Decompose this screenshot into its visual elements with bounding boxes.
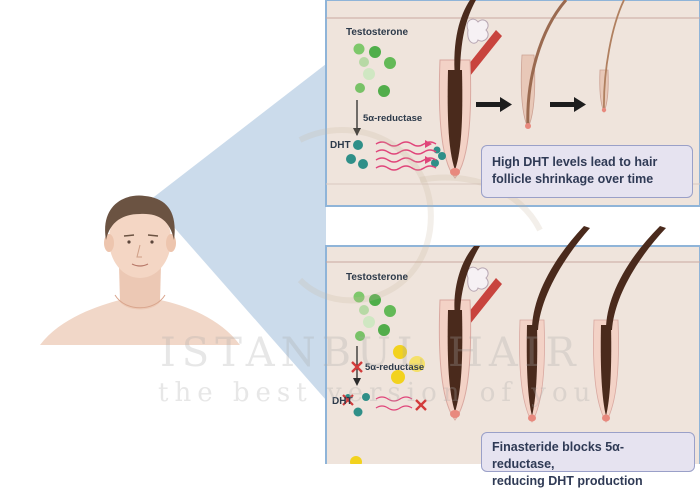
block-x-icon — [351, 361, 363, 373]
label-dht-bottom: DHT — [332, 396, 353, 407]
callout-finasteride-line2: reducing DHT production — [492, 474, 643, 488]
testosterone-molecules-b — [353, 291, 396, 341]
label-testosterone-top: Testosterone — [346, 27, 409, 38]
bottom-panel — [325, 226, 700, 464]
dht-molecules — [346, 140, 446, 169]
callout-finasteride-line1: Finasteride blocks 5α-reductase, — [492, 440, 625, 471]
finasteride-molecules — [350, 345, 425, 464]
testosterone-molecules — [353, 43, 396, 97]
block-x-icon-2 — [342, 394, 354, 406]
block-x-icon-3 — [415, 399, 427, 411]
arrector-muscle — [464, 30, 502, 76]
arrow-shrink-1 — [476, 97, 512, 112]
callout-shrinkage: High DHT levels lead to hair follicle sh… — [481, 145, 693, 198]
callout-finasteride: Finasteride blocks 5α-reductase, reducin… — [481, 432, 695, 488]
diagram-canvas — [40, 0, 700, 464]
label-enzyme-top: 5α-reductase — [363, 113, 423, 124]
sebaceous-gland — [466, 18, 489, 44]
label-dht-top: DHT — [330, 140, 351, 151]
man-illustration — [40, 195, 240, 345]
projection-cone — [150, 64, 326, 400]
label-testosterone-bottom: Testosterone — [346, 272, 409, 283]
arrow-shrink-2 — [550, 97, 586, 112]
label-enzyme-bottom: 5α-reductase — [365, 362, 425, 373]
